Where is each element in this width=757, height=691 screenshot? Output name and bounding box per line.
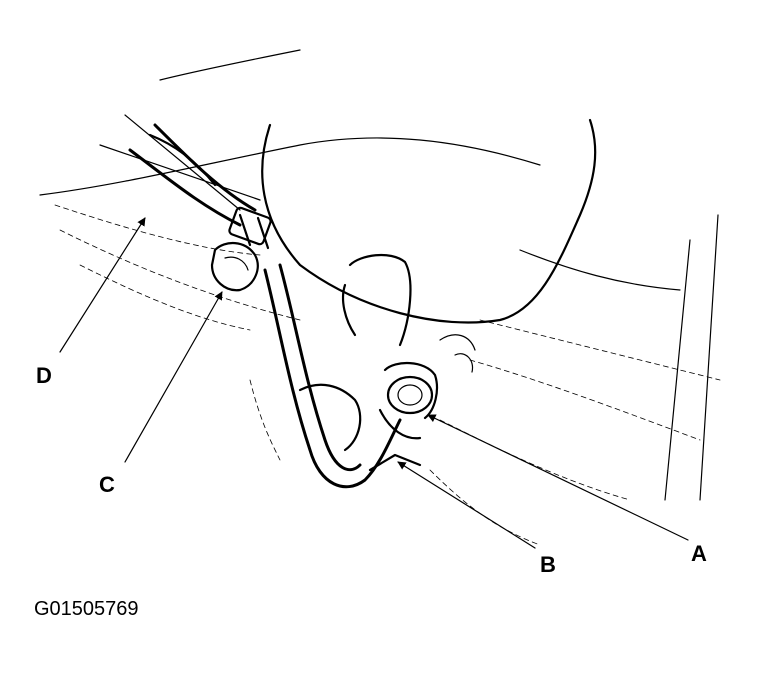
callout-label-b: B xyxy=(540,552,556,577)
callout-label-a: A xyxy=(691,541,707,566)
leader-line-c xyxy=(124,291,223,463)
hose-clamp-c xyxy=(210,242,259,292)
figure-id: G01505769 xyxy=(34,598,139,620)
leader-line-a xyxy=(427,414,689,541)
leader-line-d xyxy=(59,217,146,353)
leader-lines xyxy=(59,217,689,549)
leader-line-b xyxy=(397,461,536,549)
tank-housing xyxy=(261,118,597,324)
fitting-assembly xyxy=(341,253,476,472)
lower-hose xyxy=(263,263,402,489)
upper-hose xyxy=(128,123,272,250)
engine-bay-background xyxy=(39,49,721,546)
callout-label-d: D xyxy=(36,363,52,388)
callout-label-c: C xyxy=(99,472,115,497)
